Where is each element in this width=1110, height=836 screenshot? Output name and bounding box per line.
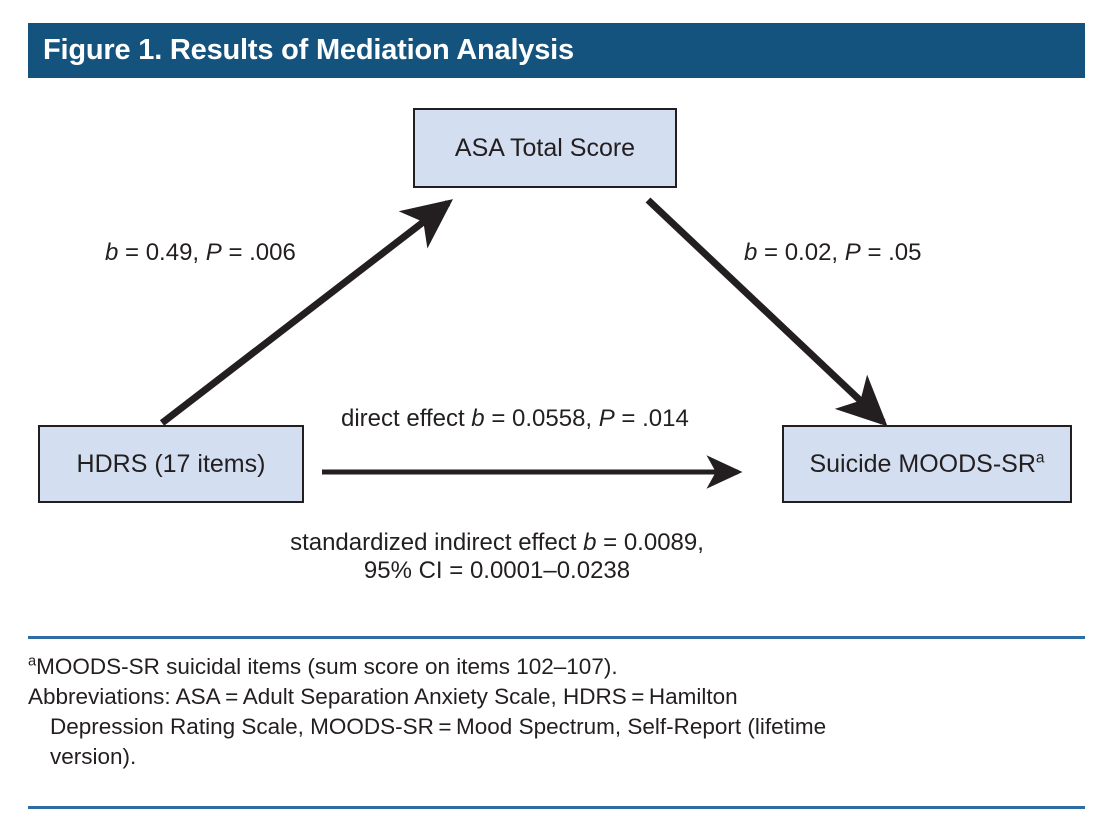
path-a-p-symbol: P — [205, 239, 222, 266]
path-a-b-value: = 0.49, — [118, 239, 206, 266]
abbreviations-line-3: version). — [50, 743, 137, 769]
indirect-effect-ci-line: 95% CI = 0.0001–0.0238 — [363, 557, 631, 585]
node-suicide-label: Suicide MOODS-SRa — [809, 449, 1045, 478]
footnote-a-text: MOODS-SR suicidal items (sum score on it… — [36, 654, 618, 679]
path-label-b: b = 0.02, P = .05 — [744, 239, 922, 267]
arrow-asa-to-suicide — [645, 197, 888, 427]
node-asa-total-score: ASA Total Score — [413, 108, 677, 188]
path-label-direct-effect: direct effect b = 0.0558, P = .014 — [341, 405, 689, 433]
path-b-b-value: = 0.02, — [757, 239, 845, 266]
node-hdrs: HDRS (17 items) — [38, 425, 304, 503]
footnote-a: aMOODS-SR suicidal items (sum score on i… — [28, 652, 1088, 682]
path-b-p-value: = .05 — [860, 239, 922, 266]
path-b-b-symbol: b — [744, 239, 758, 266]
abbreviations-line-1: Abbreviations: ASA = Adult Separation An… — [28, 683, 738, 709]
indirect-effect-prefix: standardized indirect effect — [290, 529, 584, 556]
footnote-top-rule — [28, 636, 1085, 639]
footnotes-block: aMOODS-SR suicidal items (sum score on i… — [28, 652, 1088, 772]
path-label-indirect-effect: standardized indirect effect b = 0.0089,… — [287, 529, 707, 586]
footnote-a-marker: a — [28, 653, 37, 670]
direct-effect-b-value: = 0.0558, — [484, 405, 599, 432]
indirect-effect-b-symbol: b — [583, 529, 597, 556]
path-a-b-symbol: b — [105, 239, 119, 266]
node-suicide-label-main: Suicide MOODS-SR — [809, 449, 1036, 478]
arrow-hdrs-to-asa — [159, 199, 453, 426]
path-b-p-symbol: P — [844, 239, 861, 266]
diagram-arrows-svg — [159, 197, 888, 489]
figure-title-bar: Figure 1. Results of Mediation Analysis — [28, 23, 1085, 78]
indirect-effect-b-value: = 0.0089, — [596, 529, 704, 556]
node-asa-label: ASA Total Score — [454, 133, 636, 162]
mediation-diagram: ASA Total Score HDRS (17 items) Suicide … — [0, 78, 1110, 634]
node-suicide-moods-sr: Suicide MOODS-SRa — [782, 425, 1072, 503]
path-label-a: b = 0.49, P = .006 — [105, 239, 296, 267]
direct-effect-p-value: = .014 — [614, 405, 689, 432]
direct-effect-b-symbol: b — [471, 405, 485, 432]
footnote-bottom-rule — [28, 806, 1085, 809]
path-a-p-value: = .006 — [221, 239, 296, 266]
direct-effect-p-symbol: P — [598, 405, 615, 432]
direct-effect-prefix: direct effect — [341, 405, 472, 432]
node-suicide-superscript: a — [1035, 449, 1045, 467]
node-hdrs-label: HDRS (17 items) — [76, 449, 266, 478]
figure-title: Figure 1. Results of Mediation Analysis — [43, 34, 574, 66]
abbreviations-line-2: Depression Rating Scale, MOODS-SR = Mood… — [50, 713, 827, 739]
indirect-effect-line1: standardized indirect effect b = 0.0089, — [287, 529, 707, 557]
